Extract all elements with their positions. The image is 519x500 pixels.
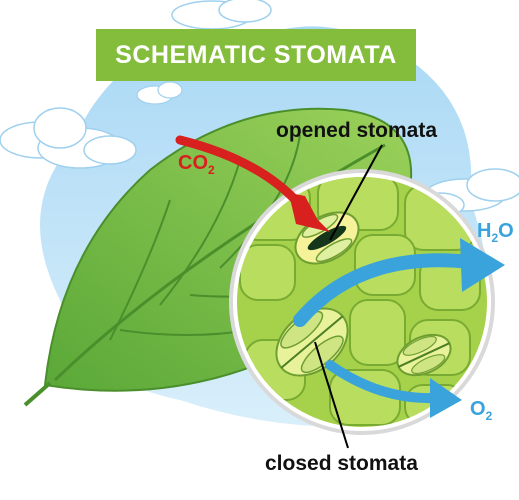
o2-label: O2 (470, 398, 493, 423)
co2-label: CO2 (178, 152, 215, 177)
title-banner: SCHEMATIC STOMATA (96, 29, 416, 81)
magnified-view (229, 169, 495, 435)
cloud-top-right (171, 0, 272, 30)
cloud-left (0, 107, 137, 169)
closed-stomata-label: closed stomata (265, 452, 418, 475)
o2-arrow (325, 360, 462, 418)
h2o-arrow (293, 238, 505, 327)
h2o-label: H2O (477, 220, 514, 245)
closed-stoma-small (396, 333, 452, 377)
closed-leader-line (314, 341, 349, 449)
diagram-title: SCHEMATIC STOMATA (115, 40, 397, 69)
opened-leader-line (329, 144, 383, 241)
opened-stomata-label: opened stomata (276, 119, 438, 142)
cloud-small (136, 81, 183, 105)
co2-arrow (175, 135, 330, 232)
